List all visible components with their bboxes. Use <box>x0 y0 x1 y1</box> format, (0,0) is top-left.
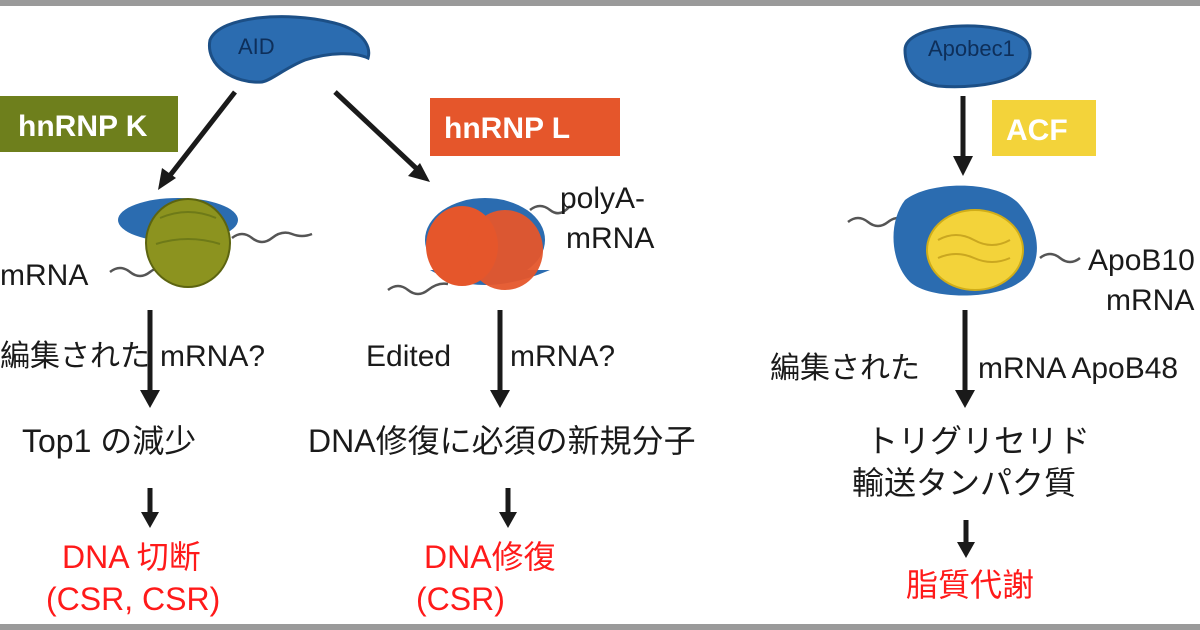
arrow-aid-to-middle <box>333 90 420 172</box>
hnrnp-k-ball <box>145 198 231 288</box>
middle-rna-label-1: polyA- <box>560 182 645 215</box>
left-outcome-1: DNA 切断 <box>62 539 201 575</box>
right-outcome: 脂質代謝 <box>906 567 1034 603</box>
right-complex <box>847 185 1081 296</box>
middle-vertical-arrowhead <box>490 390 510 408</box>
right-result-2: 輸送タンパク質 <box>852 465 1076 501</box>
hnrnp-l-ball-2 <box>467 210 543 290</box>
middle-complex <box>387 198 571 296</box>
arrowhead-aid-middle <box>408 163 430 182</box>
right-rna-label-2: mRNA <box>1106 284 1194 317</box>
middle-edited-rna: mRNA? <box>510 340 615 373</box>
middle-rna-label-2: mRNA <box>566 222 654 255</box>
hnrnp-l-tag-label: hnRNP L <box>444 112 570 145</box>
apobec1-enzyme-label: Apobec1 <box>928 36 1015 61</box>
bottom-frame-line <box>0 624 1200 630</box>
aid-enzyme-label: AID <box>238 34 275 59</box>
left-mrna-label: mRNA <box>0 259 88 292</box>
middle-small-arrowhead <box>499 512 517 528</box>
acf-tag: ACF <box>992 100 1096 156</box>
apobec1-enzyme: Apobec1 <box>903 24 1032 89</box>
aid-enzyme: AID <box>208 15 371 84</box>
right-edited-label: 編集された <box>770 352 920 385</box>
arrowhead-aid-left <box>158 168 176 190</box>
top-frame-line <box>0 0 1200 6</box>
left-complex <box>109 198 313 288</box>
left-vertical-arrowhead <box>140 390 160 408</box>
middle-mrna-strand <box>387 204 571 296</box>
right-result-1: トリグリセリド <box>866 423 1090 459</box>
right-edited-rna: mRNA ApoB48 <box>978 352 1178 385</box>
right-rna-label-1: ApoB10 <box>1088 244 1195 277</box>
arrow-aid-to-left <box>166 90 237 180</box>
acf-tag-label: ACF <box>1006 114 1068 147</box>
left-edited-rna: mRNA? <box>160 340 265 373</box>
hnrnp-k-tag: hnRNP K <box>0 96 178 152</box>
left-outcome-2: (CSR, CSR) <box>46 581 220 617</box>
middle-edited-label: Edited <box>366 340 451 373</box>
left-edited-label: 編集された <box>0 340 150 373</box>
acf-ball <box>926 209 1024 291</box>
middle-result: DNA修復に必須の新規分子 <box>308 423 696 459</box>
hnrnp-l-tag: hnRNP L <box>430 98 620 156</box>
middle-outcome-1: DNA修復 <box>424 539 556 575</box>
right-top-arrowhead <box>953 156 973 176</box>
left-result: Top1 の減少 <box>22 423 196 459</box>
middle-outcome-2: (CSR) <box>416 581 505 617</box>
right-vertical-arrowhead <box>955 390 975 408</box>
right-small-arrowhead <box>957 542 975 558</box>
hnrnp-k-tag-label: hnRNP K <box>18 110 148 143</box>
left-small-arrowhead <box>141 512 159 528</box>
